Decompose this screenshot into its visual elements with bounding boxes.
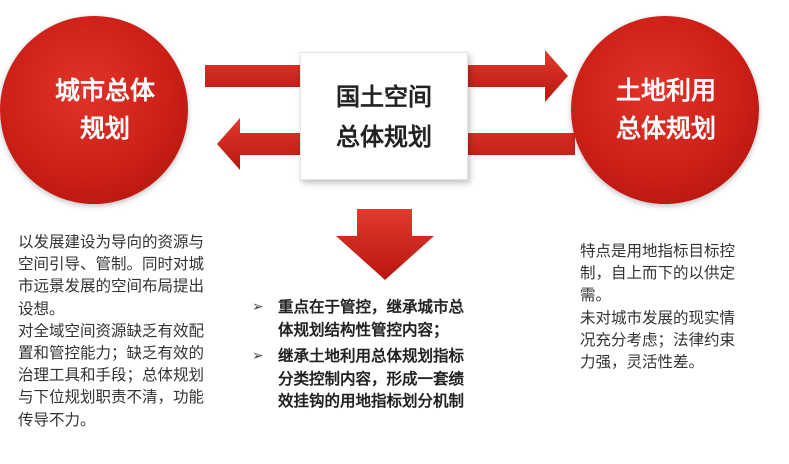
left-para2-line: 置和管控能力；缺乏有效的 <box>18 344 205 363</box>
left-para1-line: 空间引导、管制。同时对城 <box>18 255 205 274</box>
center-line2: 总体规划 <box>336 123 432 151</box>
right-circle-title: 土地利用 总体规划 <box>596 72 736 148</box>
center-bullets: ➢ 重点在于管控，继承城市总 体规划结构性管控内容； ➢ 继承土地利用总体规划指… <box>250 296 510 417</box>
right-para2-line: 未对城市发展的现实情 <box>580 308 736 327</box>
left-circle <box>0 16 188 204</box>
right-para2-line: 况充分考虑；法律约束 <box>580 330 736 349</box>
right-para2-line: 力强，灵活性差。 <box>580 353 705 372</box>
left-para2-line: 对全域空间资源缺乏有效配 <box>18 321 205 340</box>
left-para2-line: 治理工具和手段；总体规划 <box>18 366 205 385</box>
arrow-down <box>336 209 434 280</box>
center-box-title: 国土空间 总体规划 <box>301 77 467 157</box>
left-para1-line: 以发展建设为导向的资源与 <box>18 233 205 251</box>
right-circle-line2: 总体规划 <box>615 114 716 143</box>
bullet-line: 效挂钩的用地指标划分机制 <box>278 392 465 410</box>
center-box: 国土空间 总体规划 <box>300 52 468 180</box>
right-circle-line1: 土地利用 <box>615 76 716 105</box>
left-description: 以发展建设为导向的资源与 空间引导、管制。同时对城 市远景发展的空间布局提出 设… <box>18 231 233 431</box>
arrow-bullet-icon: ➢ <box>252 348 264 364</box>
bullet-item: ➢ 重点在于管控，继承城市总 体规划结构性管控内容； <box>250 296 510 341</box>
bullet-line: 重点在于管控，继承城市总 <box>278 298 465 316</box>
arrow-bullet-icon: ➢ <box>252 299 264 315</box>
right-circle <box>571 16 759 204</box>
right-description: 特点是用地指标目标控 制，自上而下的以供定 需。 未对城市发展的现实情 况充分考… <box>580 240 780 373</box>
left-circle-line2: 规划 <box>79 114 130 143</box>
bullet-line: 体规划结构性管控内容； <box>278 320 449 339</box>
right-para1-line: 特点是用地指标目标控 <box>580 242 736 260</box>
left-para1-line: 市远景发展的空间布局提出 <box>18 277 205 296</box>
right-para1-line: 需。 <box>580 286 612 305</box>
bullet-item: ➢ 继承土地利用总体规划指标 分类控制内容，形成一套绩 效挂钩的用地指标划分机制 <box>250 345 510 413</box>
left-circle-line1: 城市总体 <box>54 76 155 105</box>
left-para2-line: 传导不力。 <box>18 410 96 429</box>
left-circle-title: 城市总体 规划 <box>40 72 170 148</box>
left-para2-line: 与下位规划职责不清，功能 <box>18 388 205 407</box>
left-para1-line: 设想。 <box>18 299 65 318</box>
right-para1-line: 制，自上而下的以供定 <box>580 264 736 283</box>
center-line1: 国土空间 <box>336 83 432 111</box>
bullet-line: 分类控制内容，形成一套绩 <box>278 369 465 388</box>
bullet-line: 继承土地利用总体规划指标 <box>278 347 465 365</box>
